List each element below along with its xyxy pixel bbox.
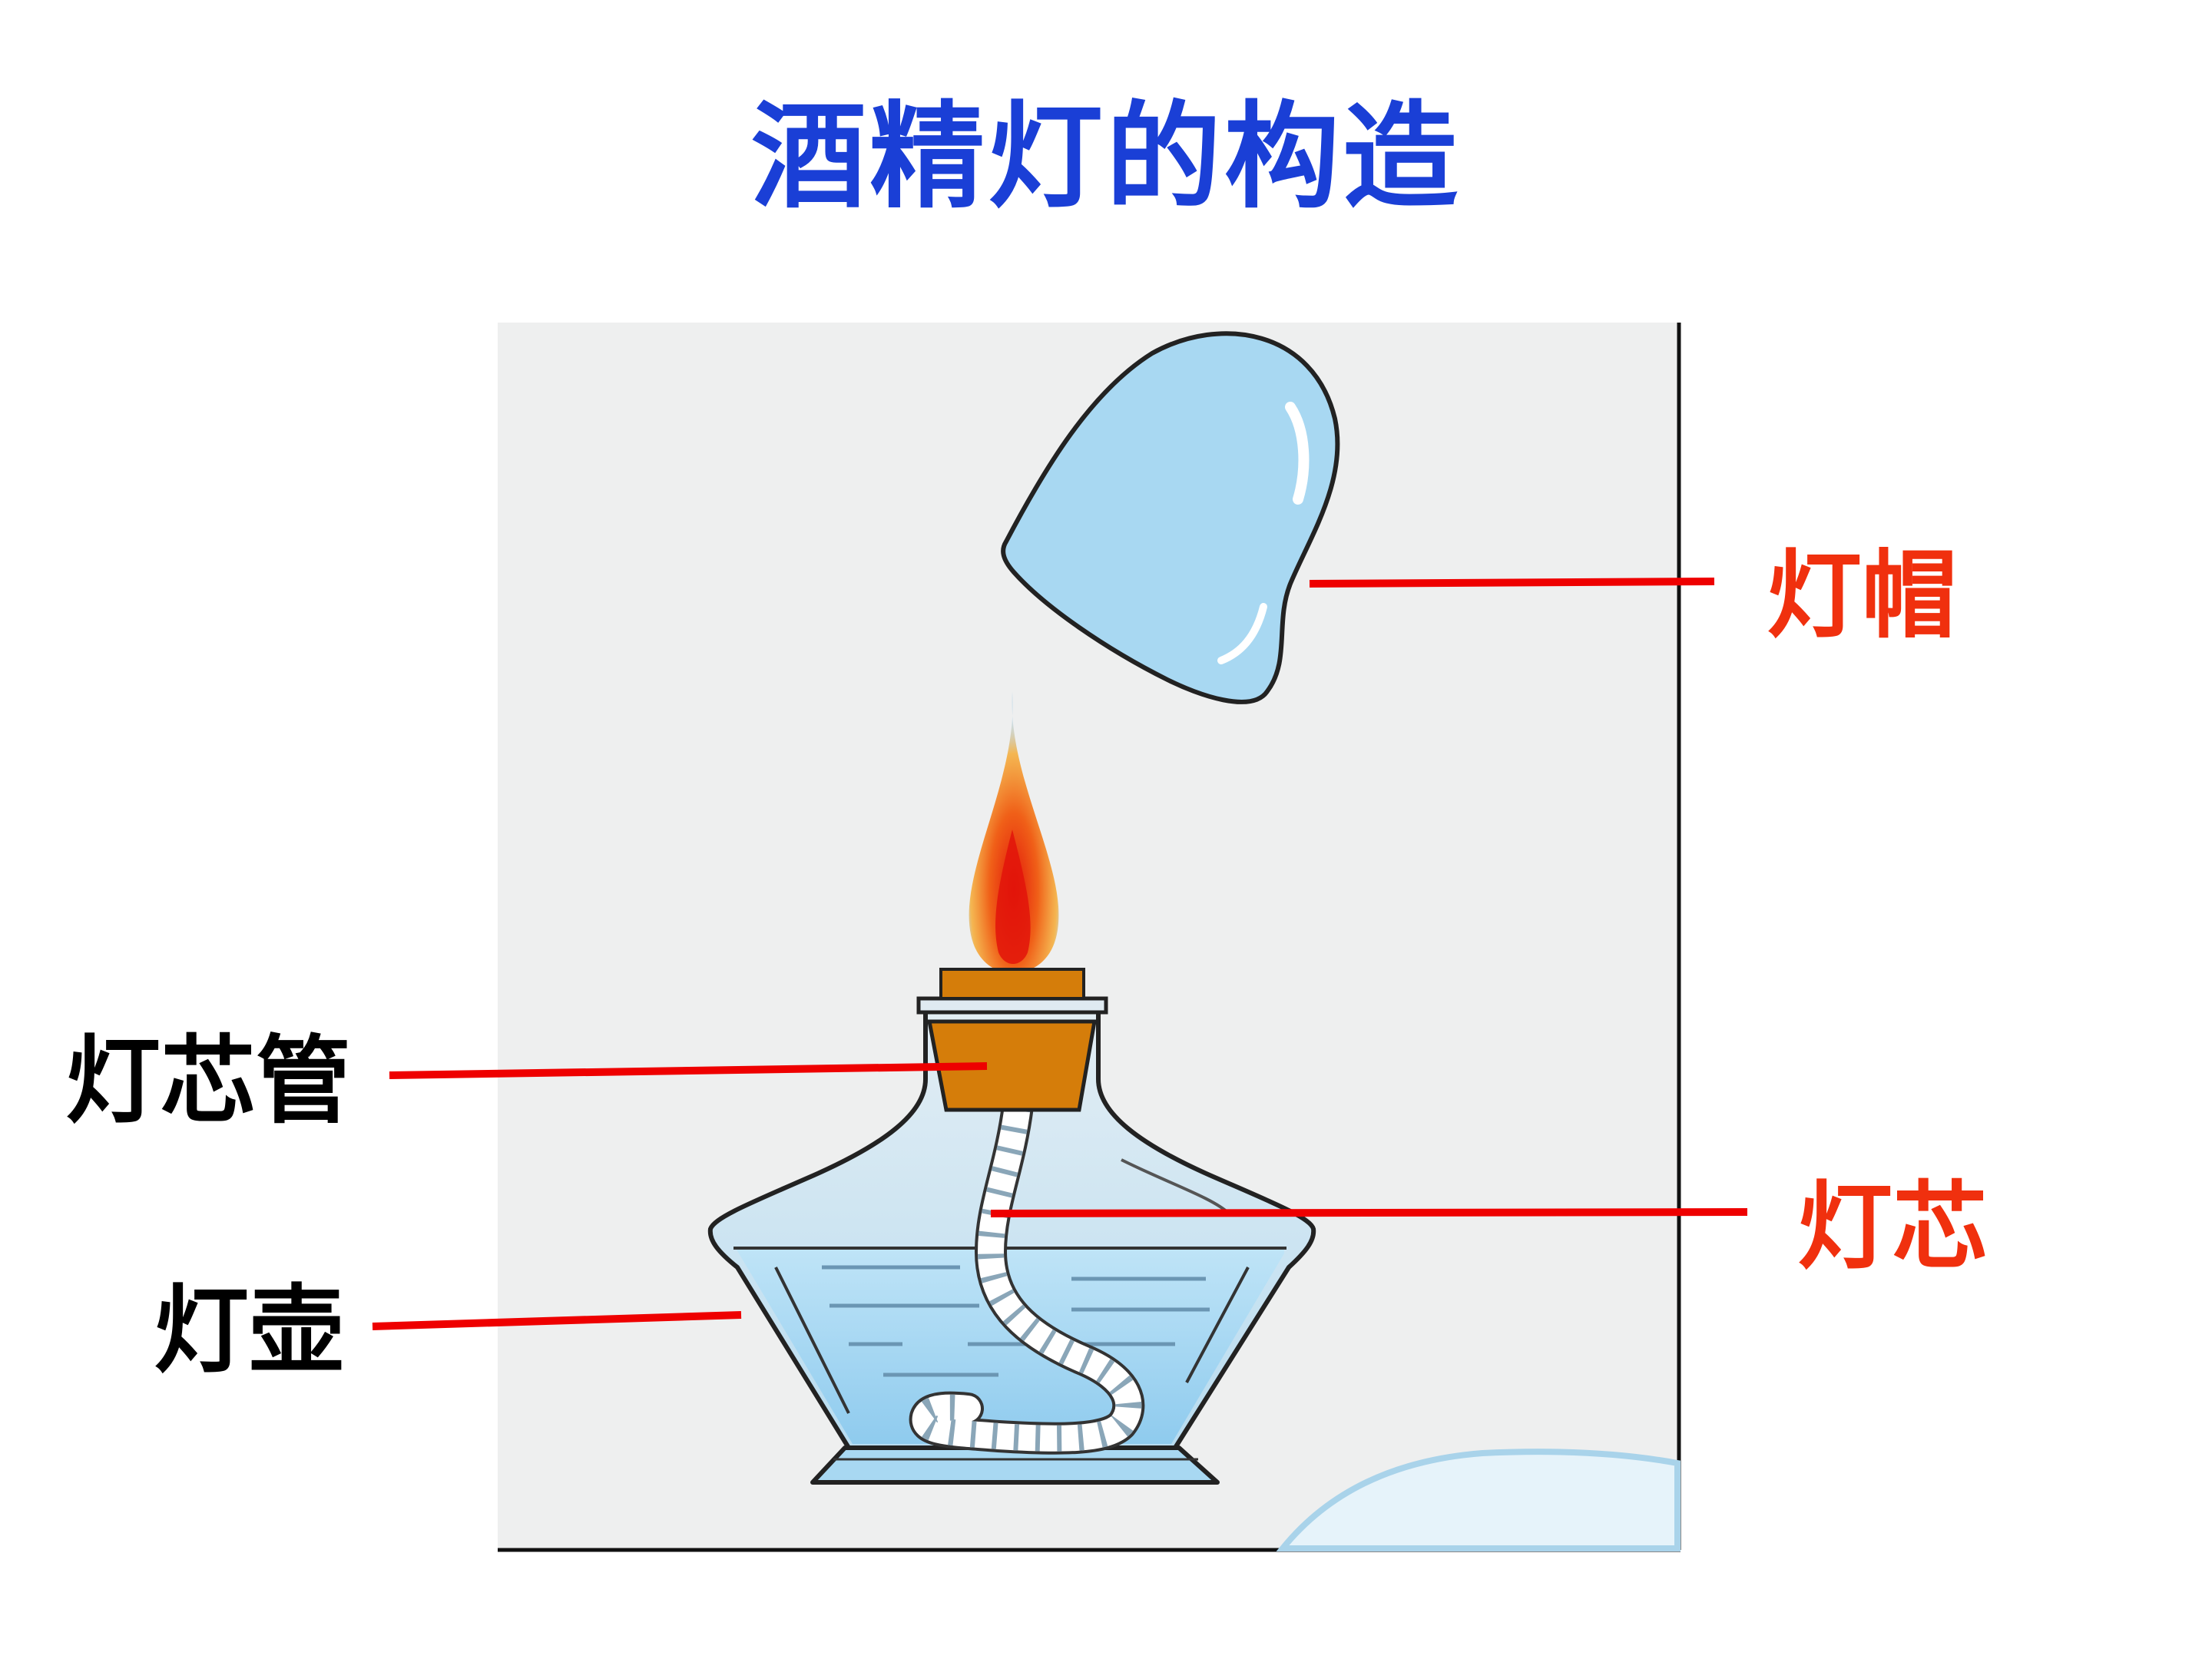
leader-line-cap bbox=[1309, 578, 1715, 588]
wick-icon bbox=[909, 1090, 1145, 1455]
label-pot: 灯壶 bbox=[154, 1276, 344, 1386]
label-cap: 灯帽 bbox=[1767, 541, 1957, 651]
label-wick-tube: 灯芯管 bbox=[65, 1026, 351, 1137]
page-title: 酒精灯的构造 bbox=[750, 91, 1461, 224]
background-glass-arc bbox=[1276, 1449, 1681, 1551]
leader-line-wick bbox=[990, 1208, 1748, 1217]
flame-icon bbox=[969, 691, 1059, 974]
leader-line-pot bbox=[372, 1311, 742, 1330]
label-wick: 灯芯 bbox=[1797, 1172, 1988, 1283]
lamp-cap-icon bbox=[1001, 331, 1340, 704]
leader-line-wick-tube bbox=[389, 1062, 988, 1079]
wick-tube-icon bbox=[926, 968, 1097, 1112]
